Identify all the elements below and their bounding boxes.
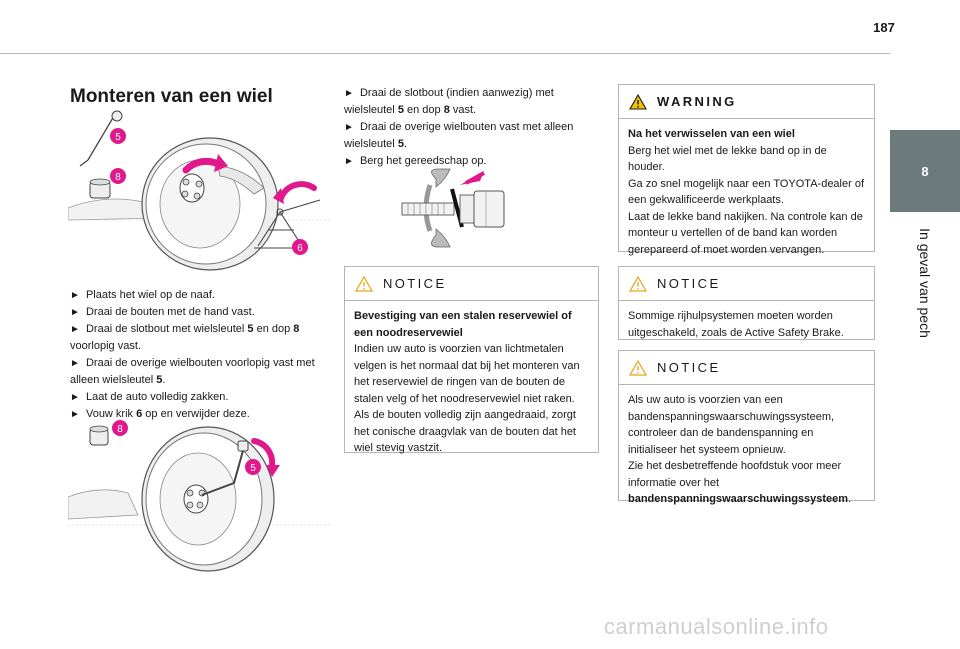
step-text: . <box>403 138 407 150</box>
chapter-label: In geval van pech <box>880 215 960 350</box>
bullet-arrow-icon: ► <box>344 88 354 99</box>
wheel-bolt-illustration <box>401 168 505 248</box>
notice-heading: NOTICE <box>383 276 447 291</box>
step-text: Vouw krik <box>85 408 137 420</box>
bullet-arrow-icon: ► <box>70 409 80 420</box>
page-title: Monteren van een wiel <box>70 86 273 107</box>
notice-header: NOTICE <box>345 267 598 301</box>
bullet-arrow-icon: ► <box>344 122 354 133</box>
callout-8-label: 8 <box>117 424 123 435</box>
bullet-arrow-icon: ► <box>70 324 80 335</box>
warning-triangle-icon <box>629 275 647 292</box>
step-item: ► Draai de slotbout met wielsleutel 5 en… <box>70 321 328 355</box>
notice-box-driving-aids: NOTICE Sommige rijhulpsystemen moeten wo… <box>618 266 875 340</box>
step-text: vast. <box>449 104 477 116</box>
step-text: Laat de auto volledig zakken. <box>85 391 229 403</box>
notice-body: Als uw auto is voorzien van een bandensp… <box>619 385 874 514</box>
watermark: carmanualsonline.info <box>604 614 829 639</box>
notice-body: Bevestiging van een stalen reservewiel o… <box>345 301 598 463</box>
warning-heading: WARNING <box>657 94 737 109</box>
bullet-arrow-icon: ► <box>70 358 80 369</box>
step-reference: 5 <box>247 323 254 335</box>
bullet-arrow-icon: ► <box>344 156 354 167</box>
step-item: ► Draai de slotbout (indien aanwezig) me… <box>344 85 592 119</box>
bullet-arrow-icon: ► <box>70 307 80 318</box>
callout-5-label: 5 <box>115 132 121 143</box>
chapter-number: 8 <box>921 163 929 179</box>
step-item: ► Plaats het wiel op de naaf. <box>70 287 328 304</box>
step-text: Plaats het wiel op de naaf. <box>85 289 215 301</box>
notice-header: NOTICE <box>619 267 874 301</box>
step-reference: 5 <box>397 138 404 150</box>
warning-line-3: Laat de lekke band nakijken. Na controle… <box>628 210 863 256</box>
step-text: op en verwijder deze. <box>142 408 250 420</box>
warning-bold-title: Na het verwisselen van een wiel <box>628 128 795 140</box>
chapter-title: In geval van pech <box>917 227 933 338</box>
step-item: ► Draai de overige wielbouten vast met a… <box>344 119 592 153</box>
warning-triangle-icon <box>629 359 647 376</box>
step-text: en dop <box>403 104 444 116</box>
notice-header: NOTICE <box>619 351 874 385</box>
notice-text: Indien uw auto is voorzien van lichtmeta… <box>354 343 580 454</box>
warning-triangle-icon <box>355 275 373 292</box>
notice-line-2: Zie het desbetreffende hoofdstuk voor me… <box>628 460 842 489</box>
step-text: Draai de slotbout (indien aanwezig) met … <box>344 87 554 116</box>
step-text: en dop <box>253 323 294 335</box>
top-rule <box>0 53 890 54</box>
callout-5 <box>245 459 261 475</box>
callout-5-label: 5 <box>250 463 256 474</box>
step-text: Draai de slotbout met wielsleutel <box>85 323 248 335</box>
step-text: . <box>162 374 166 386</box>
callout-8 <box>112 420 128 436</box>
warning-header: WARNING <box>619 85 874 119</box>
chapter-tab[interactable]: 8 <box>890 130 960 212</box>
step-reference: 8 <box>443 104 450 116</box>
step-item: ► Laat de auto volledig zakken. <box>70 389 328 406</box>
step-item: ► Draai de overige wielbouten voorlopig … <box>70 355 328 389</box>
warning-line-1: Berg het wiel met de lekke band op in de… <box>628 144 827 174</box>
wheel-tighten-illustration: 8 5 <box>68 420 330 572</box>
notice-heading: NOTICE <box>657 276 721 291</box>
wheel-mount-illustration: 5 8 6 <box>68 110 330 271</box>
notice-box-tyre-pressure: NOTICE Als uw auto is voorzien van een b… <box>618 350 875 505</box>
warning-line-2: Ga zo snel mogelijk naar een TOYOTA-deal… <box>628 177 865 207</box>
notice-body: Sommige rijhulpsystemen moeten worden ui… <box>619 301 874 347</box>
callout-6 <box>292 239 308 255</box>
callout-6-label: 6 <box>297 243 303 254</box>
page-number: 187 <box>873 20 895 35</box>
step-text: Draai de bouten met de hand vast. <box>85 306 255 318</box>
step-text: Draai de overige wielbouten voorlopig va… <box>70 357 315 386</box>
notice-line-1: Als uw auto is voorzien van een bandensp… <box>628 394 835 456</box>
warning-body: Na het verwisselen van een wiel Berg het… <box>619 119 874 264</box>
step-reference: 5 <box>397 104 404 116</box>
step-reference: 8 <box>293 323 300 335</box>
step-item: ► Vouw krik 6 op en verwijder deze. <box>70 406 328 423</box>
callout-5 <box>110 128 126 144</box>
callout-8 <box>110 168 126 184</box>
bullet-arrow-icon: ► <box>70 290 80 301</box>
notice-bold-end: bandenspanningswaarschuwingssysteem <box>628 493 849 505</box>
step-item: ► Berg het gereedschap op. <box>344 153 592 170</box>
bullet-arrow-icon: ► <box>70 392 80 403</box>
step-item: ► Draai de bouten met de hand vast. <box>70 304 328 321</box>
step-reference: 5 <box>156 374 163 386</box>
warning-triangle-icon <box>629 93 647 110</box>
notice-bold-title: Bevestiging van een stalen reservewiel o… <box>354 310 572 339</box>
notice-heading: NOTICE <box>657 360 721 375</box>
callout-8-label: 8 <box>115 172 121 183</box>
middle-steps: ► Draai de slotbout (indien aanwezig) me… <box>344 85 592 170</box>
warning-box-after-change: WARNING Na het verwisselen van een wiel … <box>618 84 875 256</box>
step-text: voorlopig vast. <box>70 340 141 352</box>
step-text: Berg het gereedschap op. <box>359 155 487 167</box>
notice-text: Sommige rijhulpsystemen moeten worden ui… <box>628 310 844 339</box>
step-text: Draai de overige wielbouten vast met all… <box>344 121 574 150</box>
step-reference: 6 <box>136 408 143 420</box>
notice-box-alloy-rims: NOTICE Bevestiging van een stalen reserv… <box>344 266 599 454</box>
left-steps: ► Plaats het wiel op de naaf.► Draai de … <box>70 287 328 423</box>
notice-end-punct: . <box>848 493 852 505</box>
